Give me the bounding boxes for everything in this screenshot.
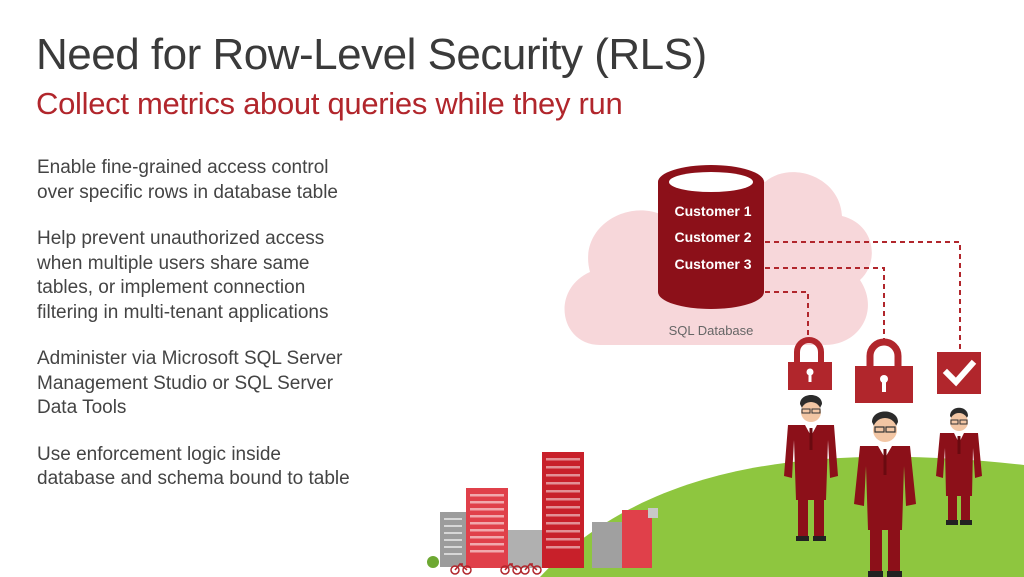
check-icon (937, 352, 981, 394)
database-icon (658, 165, 764, 309)
bicycle-icon (450, 562, 472, 575)
bullet-line: Management Studio or SQL Server (37, 372, 334, 394)
person-figure (854, 411, 916, 577)
bullet-line: database and schema bound to table (37, 468, 350, 489)
bullet-line: tables, or implement connection (37, 277, 306, 298)
bullet-item: Use enforcement logic inside database an… (37, 443, 417, 492)
bullet-item: Help prevent unauthorized access when mu… (37, 227, 417, 325)
bullet-line: Use enforcement logic inside (37, 443, 281, 465)
lock-icon (788, 337, 832, 390)
bicycle-icon (520, 562, 542, 575)
bullet-line: Enable fine-grained access control (37, 157, 329, 178)
person-figure (784, 395, 838, 541)
db-row-label: Customer 1 (674, 203, 751, 219)
slide-subtitle: Collect metrics about queries while they… (36, 86, 623, 121)
bullet-line: Help prevent unauthorized access (37, 228, 325, 249)
bullet-list: Enable fine-grained access control over … (37, 156, 417, 514)
bullet-line: filtering in multi-tenant applications (37, 301, 329, 323)
bullet-line: Data Tools (37, 397, 127, 418)
city-buildings (427, 452, 658, 568)
bullet-line: over specific rows in database table (37, 181, 338, 203)
bullet-line: when multiple users share same (37, 252, 310, 274)
lock-icon (855, 338, 913, 403)
slide-title: Need for Row-Level Security (RLS) (36, 30, 707, 79)
cloud-label: SQL Database (669, 323, 754, 338)
bullet-item: Administer via Microsoft SQL Server Mana… (37, 347, 417, 421)
bullet-item: Enable fine-grained access control over … (37, 156, 417, 205)
db-row-label: Customer 2 (674, 229, 751, 245)
bullet-line: Administer via Microsoft SQL Server (37, 348, 343, 369)
bicycle-icon (500, 562, 522, 575)
dashed-connectors (765, 241, 961, 352)
person-figure (936, 407, 982, 525)
db-row-label: Customer 3 (674, 256, 751, 272)
